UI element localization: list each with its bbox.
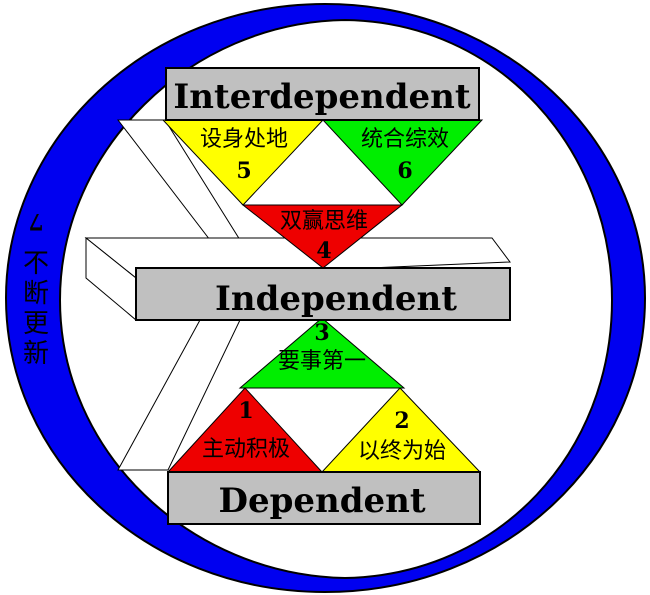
habit-3-number: 3: [314, 320, 329, 346]
renewal-char-3: 更: [23, 309, 49, 339]
habit-2-number: 2: [394, 408, 409, 434]
habit-3-label: 要事第一: [278, 349, 366, 374]
renewal-ring: [4, 2, 647, 594]
habit-2-label: 以终为始: [358, 439, 446, 464]
independent-bar: [135, 267, 511, 321]
habit-4-number: 4: [316, 238, 331, 264]
habit-6-number: 6: [397, 158, 412, 184]
habit-5-number: 5: [236, 158, 251, 184]
habit-1-number: 1: [238, 398, 253, 424]
habit-5-label: 设身处地: [200, 127, 288, 152]
habit-4-label: 双赢思维: [280, 209, 368, 234]
interdependent-bar: [165, 67, 480, 121]
habit-7-number: 7: [28, 208, 43, 234]
renewal-char-2: 断: [23, 279, 49, 309]
habit-6-label: 统合综效: [361, 127, 449, 152]
habit-3-triangle: [238, 317, 406, 389]
dependent-label: Dependent: [218, 481, 425, 521]
renewal-char-1: 不: [23, 249, 49, 279]
independent-label: Independent: [215, 279, 457, 319]
dependent-bar: [167, 471, 481, 525]
habit-4-triangle: [241, 204, 404, 269]
habit-1-label: 主动积极: [202, 437, 290, 462]
renewal-char-4: 新: [23, 339, 49, 369]
interdependent-label: Interdependent: [173, 77, 471, 117]
